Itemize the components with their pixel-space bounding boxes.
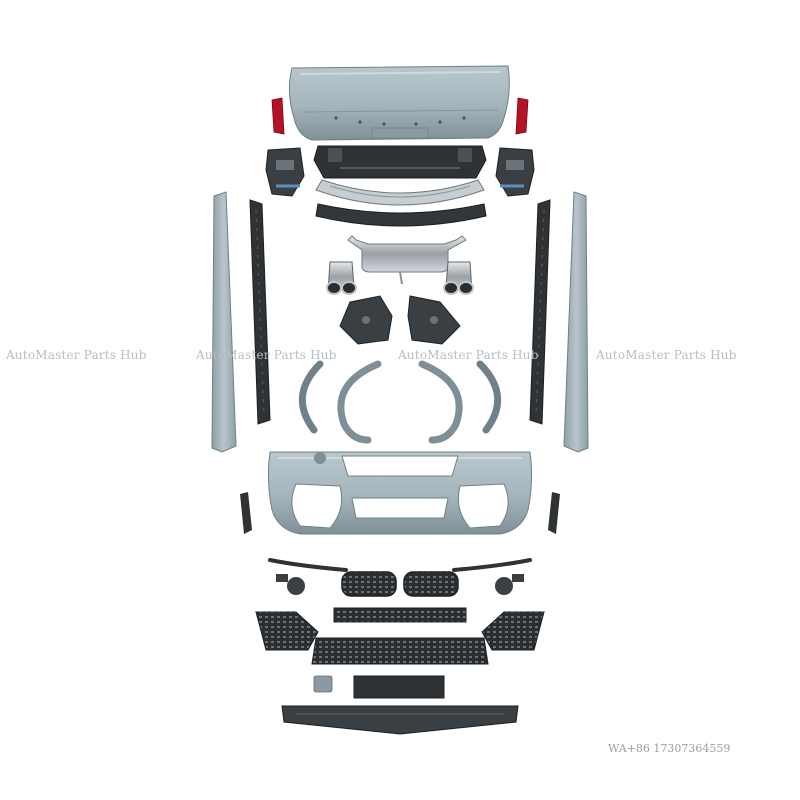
front-side-vent-right xyxy=(548,492,560,534)
front-side-vent-left xyxy=(240,492,252,534)
bumper-mount-left xyxy=(339,295,393,345)
corner-mesh-left xyxy=(255,611,319,651)
kidney-grille-right xyxy=(403,571,459,597)
center-mesh-grille xyxy=(311,637,489,665)
kidney-grille-left xyxy=(341,571,397,597)
rear-lower-trim-strip xyxy=(315,203,487,227)
rear-reflector-right xyxy=(515,97,529,135)
rear-muffler xyxy=(347,235,467,285)
contact-number: WA+86 17307364559 xyxy=(608,742,731,755)
wheel-arch-flares xyxy=(298,360,502,444)
lower-grille-strip xyxy=(333,607,467,623)
side-skirt-inner-right xyxy=(529,199,551,425)
rear-bracket-right xyxy=(495,147,535,197)
corner-mesh-right xyxy=(481,611,545,651)
license-plate-holder xyxy=(353,675,445,699)
side-skirt-inner-left xyxy=(249,199,271,425)
side-skirt-left xyxy=(211,191,237,453)
rear-reflector-left xyxy=(271,97,285,135)
fog-light-bezel-left xyxy=(276,574,305,595)
rear-lower-valance xyxy=(315,179,485,206)
front-skid-plate xyxy=(281,705,519,735)
rear-bracket-left xyxy=(265,147,305,197)
watermark-text: AutoMaster Parts Hub xyxy=(398,348,539,362)
watermark-text: AutoMaster Parts Hub xyxy=(196,348,337,362)
rear-diffuser xyxy=(313,145,487,179)
side-skirt-right xyxy=(563,191,589,453)
exhaust-tips-left xyxy=(326,261,357,295)
watermark-text: AutoMaster Parts Hub xyxy=(6,348,147,362)
front-bumper xyxy=(267,451,533,535)
exhaust-tips-right xyxy=(443,261,474,295)
fog-light-bezel-right xyxy=(495,574,524,595)
rear-bumper xyxy=(288,65,510,141)
tow-hook-cover xyxy=(313,675,333,693)
bumper-mount-right xyxy=(407,295,461,345)
watermark-text: AutoMaster Parts Hub xyxy=(596,348,737,362)
front-lip-trims xyxy=(268,558,532,572)
